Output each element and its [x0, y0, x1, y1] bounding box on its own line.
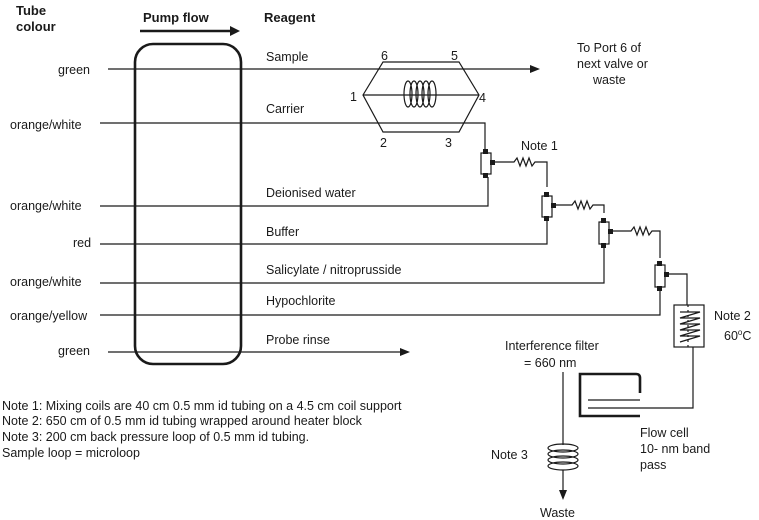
reagent-probe-rinse: Probe rinse [266, 333, 330, 347]
header-reagent: Reagent [264, 10, 316, 25]
footnote-1: Note 1: Mixing coils are 40 cm 0.5 mm id… [2, 399, 402, 413]
reagent-salicylate: Salicylate / nitroprusside [266, 263, 402, 277]
tube-colour-carrier: orange/white [10, 118, 82, 132]
header-tube-colour-line2: colour [16, 19, 56, 34]
heater-temp-degree: o [738, 328, 743, 337]
filter-label-line1: Interference filter [505, 339, 599, 353]
heater-block [673, 304, 705, 348]
deionised-water-line [100, 177, 489, 207]
footnote-4: Sample loop = microloop [2, 446, 140, 460]
waste-arrow [559, 470, 567, 500]
heater-temp-unit: C [742, 329, 751, 343]
header-pump-flow: Pump flow [143, 10, 210, 25]
destination-line1: To Port 6 of [577, 41, 641, 55]
heater-to-flowcell-line [588, 347, 694, 409]
mixing-tee-2 [541, 192, 556, 221]
note3-label: Note 3 [491, 448, 528, 462]
valve-port-3: 3 [445, 136, 452, 150]
note2-label: Note 2 [714, 309, 751, 323]
flow-cell [578, 372, 642, 418]
mixing-tee-3 [598, 218, 613, 248]
reaction-line-to-heater [669, 273, 688, 305]
footnote-2: Note 2: 650 cm of 0.5 mm id tubing wrapp… [2, 414, 363, 428]
header-tube-colour: Tube colour [16, 3, 56, 34]
reagent-carrier: Carrier [266, 102, 304, 116]
back-pressure-loop [547, 443, 579, 471]
valve-port-2: 2 [380, 136, 387, 150]
mixing-coil-2 [556, 199, 605, 213]
reagent-deionised-water: Deionised water [266, 186, 356, 200]
reagent-sample: Sample [266, 50, 308, 64]
valve-port-6: 6 [381, 49, 388, 63]
carrier-line [100, 122, 486, 150]
mixing-coil-3 [613, 225, 661, 258]
tube-colour-hypochlorite: orange/yellow [10, 309, 88, 323]
salicylate-line [100, 247, 605, 284]
flow-cell-label-line1: Flow cell [640, 426, 689, 440]
valve-port-4: 4 [479, 91, 486, 105]
reagent-buffer: Buffer [266, 225, 299, 239]
tube-colour-salicylate: orange/white [10, 275, 82, 289]
destination-line2: next valve or [577, 57, 648, 71]
flow-cell-label-line2: 10- nm band [640, 442, 710, 456]
destination-line3: waste [592, 73, 626, 87]
mixing-coil-1 [495, 156, 548, 187]
tube-colour-sample: green [58, 63, 90, 77]
tube-colour-probe-rinse: green [58, 344, 90, 358]
reagent-hypochlorite: Hypochlorite [266, 294, 336, 308]
hypochlorite-line [100, 290, 661, 316]
sample-loop-coil [403, 80, 437, 108]
header-tube-colour-line1: Tube [16, 3, 46, 18]
note1-label: Note 1 [521, 139, 558, 153]
mixing-tee-4 [654, 261, 669, 291]
heater-temp-value: 60 [724, 329, 738, 343]
pump-body [133, 42, 243, 366]
heater-temperature: 60oC [724, 328, 751, 343]
tube-colour-deionised-water: orange/white [10, 199, 82, 213]
tube-colour-buffer: red [73, 236, 91, 250]
mixing-tee-1 [480, 149, 495, 178]
flow-cell-label-line3: pass [640, 458, 666, 472]
footnote-3: Note 3: 200 cm back pressure loop of 0.5… [2, 430, 309, 444]
valve-port-5: 5 [451, 49, 458, 63]
probe-rinse-line [108, 348, 410, 356]
buffer-line [100, 220, 548, 245]
pump-flow-arrow [140, 26, 240, 36]
waste-label: Waste [540, 506, 575, 520]
sample-line [108, 65, 540, 73]
injection-valve [362, 61, 480, 133]
valve-port-1: 1 [350, 90, 357, 104]
filter-label-line2: = 660 nm [524, 356, 576, 370]
